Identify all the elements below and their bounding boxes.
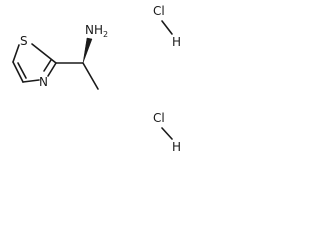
amine-subscript: 2 — [103, 30, 108, 39]
bond-c5-c4-inner — [17, 62, 27, 79]
amine-label: NH2 — [85, 23, 108, 39]
chlorine-label-2: Cl — [153, 111, 165, 125]
bond-c2-s — [31, 43, 57, 64]
bond-s-c5 — [12, 44, 20, 63]
amine-symbol: NH — [85, 23, 103, 37]
bond-c5-c4 — [12, 61, 24, 83]
hydrogen-label-2: H — [172, 140, 181, 154]
thiazole-ring — [12, 43, 57, 83]
nitrogen-atom-label: N — [39, 75, 48, 89]
bond-n-c2-inner — [43, 59, 52, 72]
hydrochloride-1: Cl H — [153, 4, 181, 49]
bond-chiral-methyl — [82, 62, 99, 90]
hydrochloride-2: Cl H — [153, 111, 181, 154]
chlorine-label-1: Cl — [153, 4, 165, 18]
bond-n-c2 — [47, 62, 57, 77]
bond-cl-h-1 — [161, 20, 173, 35]
bond-c4-n — [22, 79, 40, 83]
chemical-structure: S N NH2 Cl H Cl H — [12, 4, 181, 154]
sulfur-atom-label: S — [20, 34, 28, 48]
wedge-bond-amine — [82, 37, 93, 64]
bond-cl-h-2 — [161, 127, 173, 140]
hydrogen-label-1: H — [172, 35, 181, 49]
